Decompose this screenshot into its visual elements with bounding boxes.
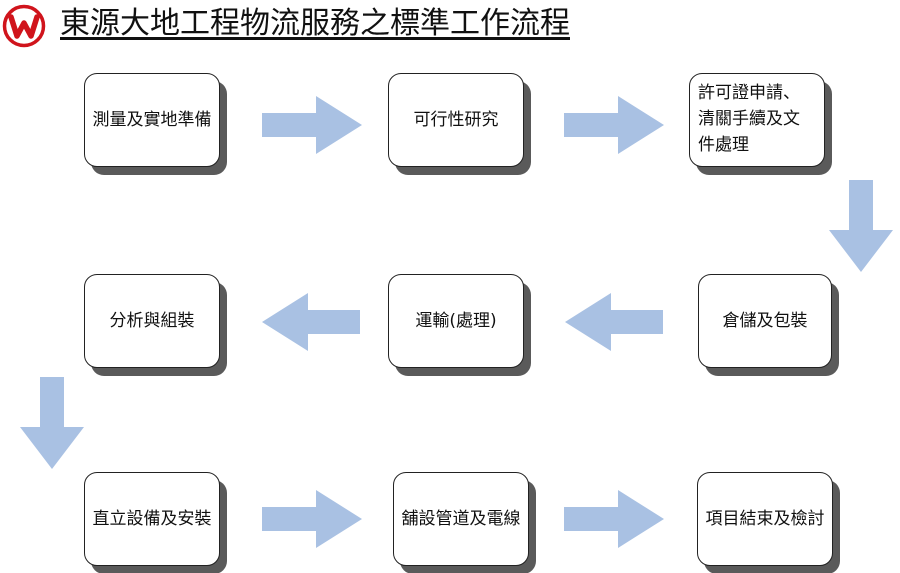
step-label: 運輸(處理) [415, 311, 497, 331]
step-closure: 項目結束及檢討 [697, 472, 833, 566]
step-label: 測量及實地準備 [92, 110, 212, 130]
step-permits: 許可證申請、 清關手續及文 件處理 [689, 73, 825, 167]
arrow-left-icon [262, 293, 360, 351]
step-label: 可行性研究 [413, 110, 499, 130]
page-title: 東源大地工程物流服務之標準工作流程 [60, 6, 570, 41]
step-storage: 倉儲及包裝 [698, 274, 832, 368]
step-label: 直立設備及安裝 [92, 509, 212, 529]
w-logo-icon [2, 4, 46, 48]
step-survey: 測量及實地準備 [84, 73, 220, 167]
step-install: 直立設備及安裝 [84, 472, 220, 566]
step-piping: 舖設管道及電線 [393, 472, 529, 566]
step-label-line: 許可證申請、 [698, 83, 800, 103]
arrow-right-icon [262, 490, 362, 548]
step-label: 倉儲及包裝 [722, 311, 808, 331]
arrow-right-icon [564, 96, 664, 154]
arrow-right-icon [564, 490, 664, 548]
step-transport: 運輸(處理) [388, 274, 524, 368]
step-label: 項目結束及檢討 [705, 509, 825, 529]
step-label-line: 清關手續及文 [698, 109, 800, 129]
step-label: 舖設管道及電線 [401, 509, 521, 529]
step-analysis: 分析與組裝 [84, 274, 220, 368]
step-label: 分析與組裝 [109, 311, 195, 331]
arrow-down-icon [20, 377, 84, 469]
arrow-down-icon [829, 180, 893, 272]
step-feasibility: 可行性研究 [388, 73, 524, 167]
step-label-line: 件處理 [698, 135, 749, 155]
arrow-left-icon [565, 293, 663, 351]
arrow-right-icon [262, 96, 362, 154]
